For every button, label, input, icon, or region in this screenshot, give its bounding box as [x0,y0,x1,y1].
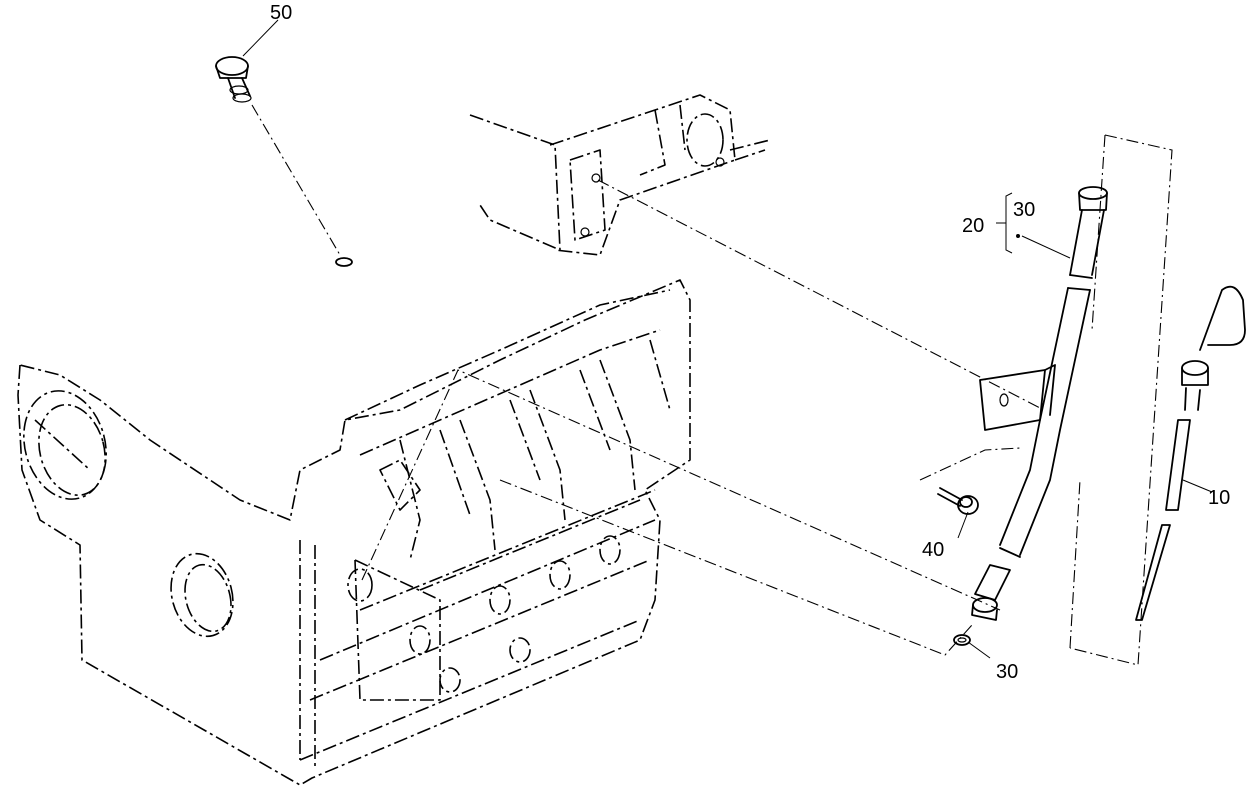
callout-50: 50 [270,2,292,24]
dipstick-kit-boundary [1069,134,1173,666]
plug-seal-ring [335,257,353,267]
plug [215,56,252,103]
callout-40: 40 [922,539,944,561]
callout-30-upper: 30 [1013,199,1035,221]
dipstick-guide-tube [971,186,1108,621]
assembly-center-lines [251,104,1041,656]
callout-30-lower: 30 [996,661,1018,683]
upper-bracket [469,94,771,256]
dipstick [1135,285,1246,621]
callout-10: 10 [1208,487,1230,509]
callout-20: 20 [962,215,984,237]
o-ring [953,634,971,646]
engine-block [17,279,691,786]
bolt [937,487,979,515]
leader-lines [242,19,1213,659]
